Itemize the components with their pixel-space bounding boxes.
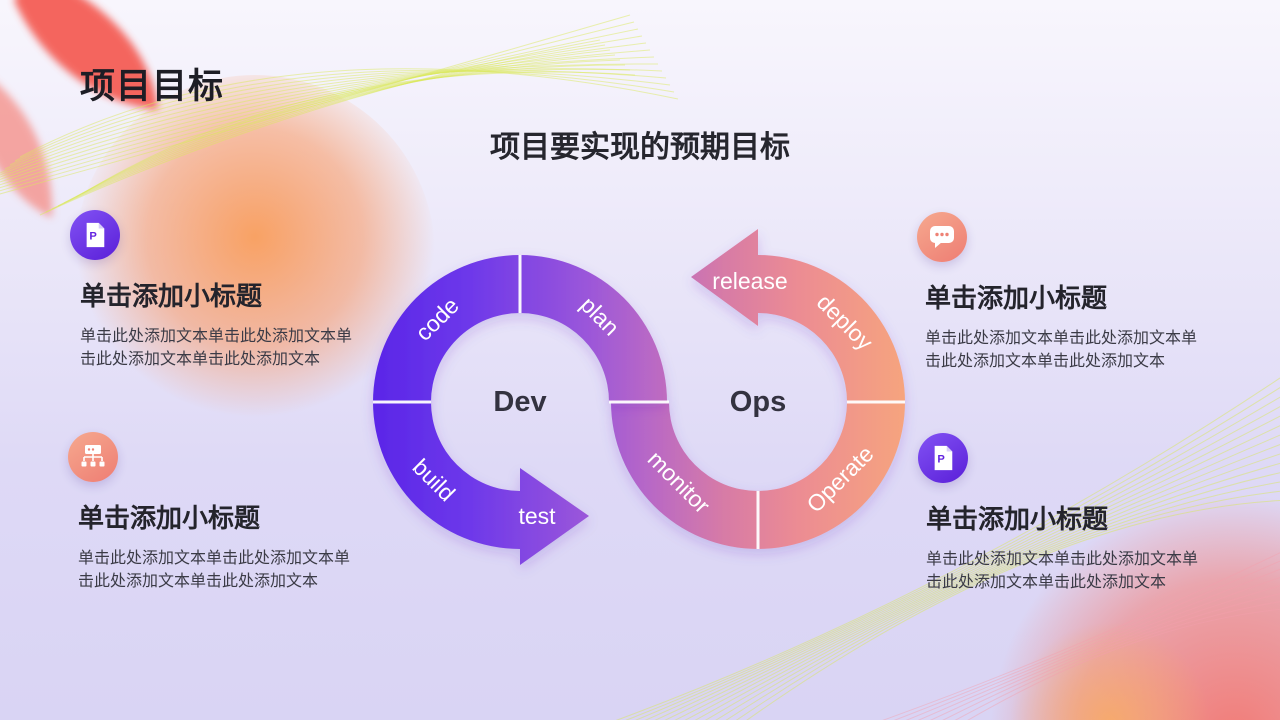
document-glyph: P (86, 222, 105, 248)
document-glyph: P (934, 445, 953, 471)
decor-wave-lines-pink (882, 552, 1280, 720)
dev-center-label: Dev (493, 386, 546, 418)
org-chart-icon (68, 432, 118, 482)
block-body: 单击此处添加文本单击此处添加文本单 击此处添加文本单击此处添加文本 (925, 330, 1198, 370)
block-heading: 单击添加小标题 (78, 503, 261, 533)
slide-title: 项目目标 (80, 67, 225, 106)
segment-label-test: test (518, 503, 556, 529)
decor-wave-lines-bottom (615, 377, 1280, 720)
block-body: 单击此处添加文本单击此处添加文本单 击此处添加文本单击此处添加文本 (80, 328, 353, 368)
block-heading: 单击添加小标题 (926, 504, 1109, 534)
hierarchy-glyph (81, 445, 105, 467)
info-block-top-right: 单击添加小标题 单击此处添加文本单击此处添加文本单 击此处添加文本单击此处添加文… (917, 212, 1217, 373)
info-block-top-left: P 单击添加小标题 单击此处添加文本单击此处添加文本单 击此处添加文本单击此处添… (70, 210, 370, 371)
svg-text:P: P (937, 454, 945, 466)
decor-top-left-petals (0, 0, 435, 435)
ops-center-label: Ops (730, 386, 786, 418)
ops-loop-band (611, 229, 905, 549)
svg-text:P: P (89, 231, 97, 243)
segment-dividers (373, 255, 905, 549)
block-heading: 单击添加小标题 (925, 283, 1108, 313)
info-block-bottom-left: 单击添加小标题 单击此处添加文本单击此处添加文本单 击此处添加文本单击此处添加文… (68, 432, 368, 593)
block-body: 单击此处添加文本单击此处添加文本单 击此处添加文本单击此处添加文本 (78, 550, 351, 590)
block-body: 单击此处添加文本单击此处添加文本单 击此处添加文本单击此处添加文本 (926, 551, 1199, 591)
decor-wave-lines-top (0, 14, 679, 216)
block-heading: 单击添加小标题 (80, 281, 263, 311)
speech-bubble-glyph (930, 226, 954, 248)
segment-label-release: release (712, 268, 787, 294)
decor-bottom-right-blobs (965, 445, 1280, 720)
decor-orange-blob (75, 75, 435, 435)
slide-subtitle: 项目要实现的预期目标 (490, 131, 790, 164)
ppt-file-icon: P (70, 210, 120, 260)
chat-bubble-icon (917, 212, 967, 262)
ppt-file-icon: P (918, 433, 968, 483)
info-block-bottom-right: P 单击添加小标题 单击此处添加文本单击此处添加文本单 击此处添加文本单击此处添… (918, 433, 1218, 594)
dev-loop-band (373, 255, 667, 565)
